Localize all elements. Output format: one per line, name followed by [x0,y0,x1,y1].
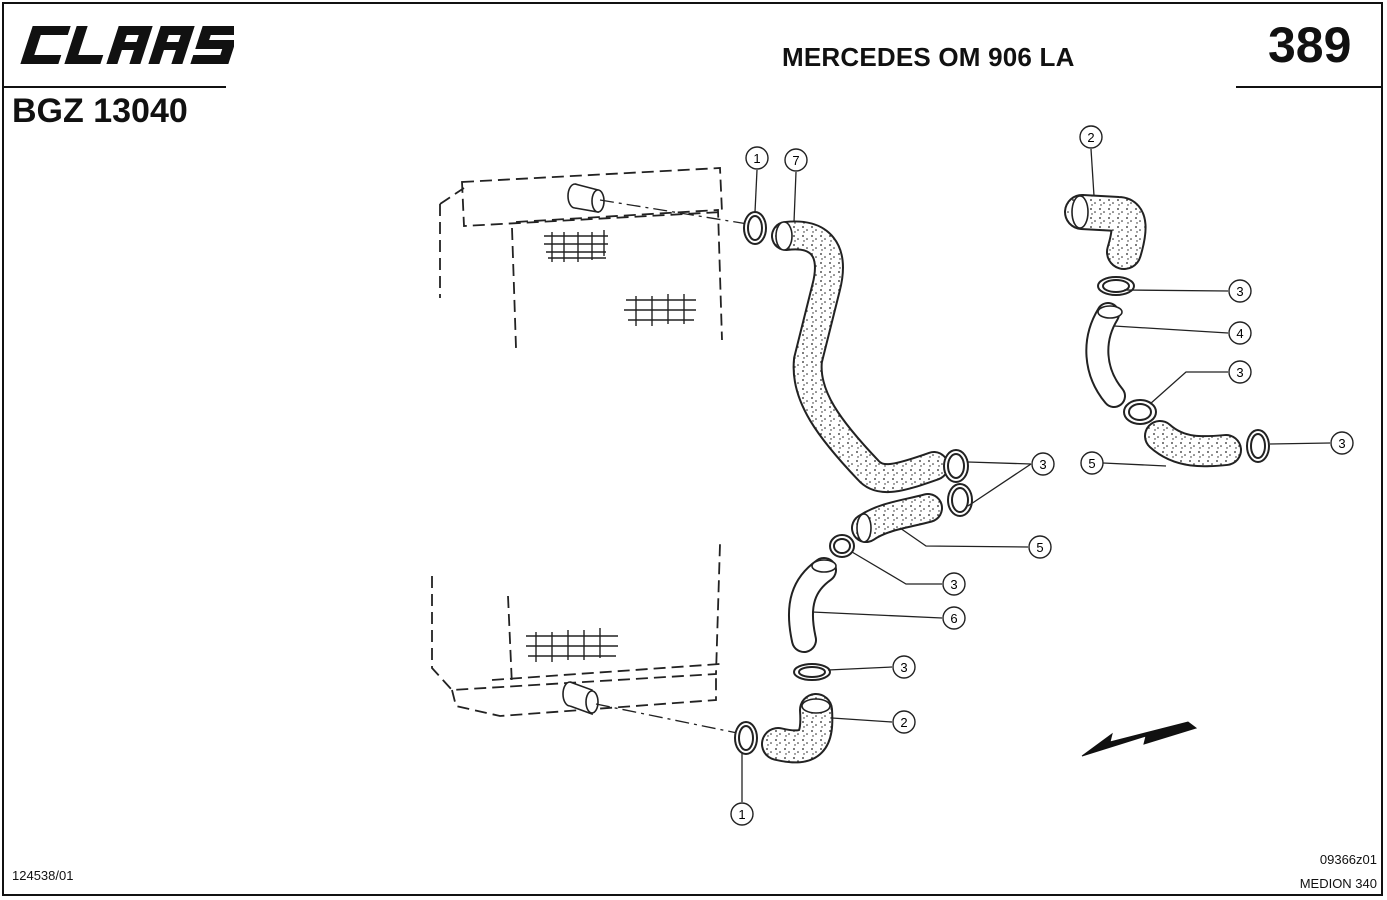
callout-5-right: 5 [1080,451,1104,475]
claas-logo-icon [20,26,234,64]
svg-text:5: 5 [1036,540,1043,555]
svg-text:5: 5 [1088,456,1095,471]
page-number: 389 [1268,17,1352,73]
svg-text:3: 3 [1039,457,1046,472]
callout-3-c: 3 [1330,431,1354,455]
hose-5-right [1144,420,1242,468]
svg-text:3: 3 [1236,365,1243,380]
callout-4: 4 [1228,321,1252,345]
callout-2-top: 2 [1079,125,1103,149]
document-number: 124538/01 [12,868,74,883]
elbow-hose-2-bottom [761,693,834,764]
centre-lines [595,199,761,735]
hose-6 [788,557,837,653]
callout-2-bottom: 2 [892,710,916,734]
svg-text:7: 7 [792,153,799,168]
hose-clamps [734,211,1270,755]
svg-text:6: 6 [950,611,957,626]
group-code: BGZ 13040 [12,92,188,130]
callout-1-top: 1 [745,146,769,170]
svg-text:2: 2 [1087,130,1094,145]
drawing-reference: 09366z01 [1319,852,1377,867]
svg-text:1: 1 [738,807,745,822]
machine-model: MEDION 340 [1299,876,1377,891]
hose-4 [1085,302,1126,408]
svg-text:3: 3 [1236,284,1243,299]
header-rule-left [4,86,226,88]
direction-arrow-icon [1081,721,1198,757]
svg-text:4: 4 [1236,326,1243,341]
radiator-outline [431,167,723,717]
callout-3-b: 3 [1228,360,1252,384]
callout-7: 7 [784,148,808,172]
svg-text:3: 3 [950,577,957,592]
callout-1-bottom: 1 [730,802,754,826]
callout-3-a: 3 [1228,279,1252,303]
callout-3-e: 3 [942,572,966,596]
callout-3-d: 3 [1031,452,1055,476]
svg-text:3: 3 [900,660,907,675]
elbow-hose-2-top [1064,194,1147,270]
leader-lines [741,148,1331,802]
callout-bubbles: 1 7 2 3 4 3 3 5 3 5 3 6 3 2 1 [730,125,1354,826]
hose-7 [771,220,949,494]
callout-6: 6 [942,606,966,630]
radiator-core-grid [526,230,696,662]
callout-3-f: 3 [892,655,916,679]
svg-text:3: 3 [1338,436,1345,451]
svg-text:1: 1 [753,151,760,166]
header-rule-right [1236,86,1382,88]
callout-5-mid: 5 [1028,535,1052,559]
svg-text:2: 2 [900,715,907,730]
hose-5-middle [851,493,943,543]
page-title: MERCEDES OM 906 LA [782,42,1075,72]
